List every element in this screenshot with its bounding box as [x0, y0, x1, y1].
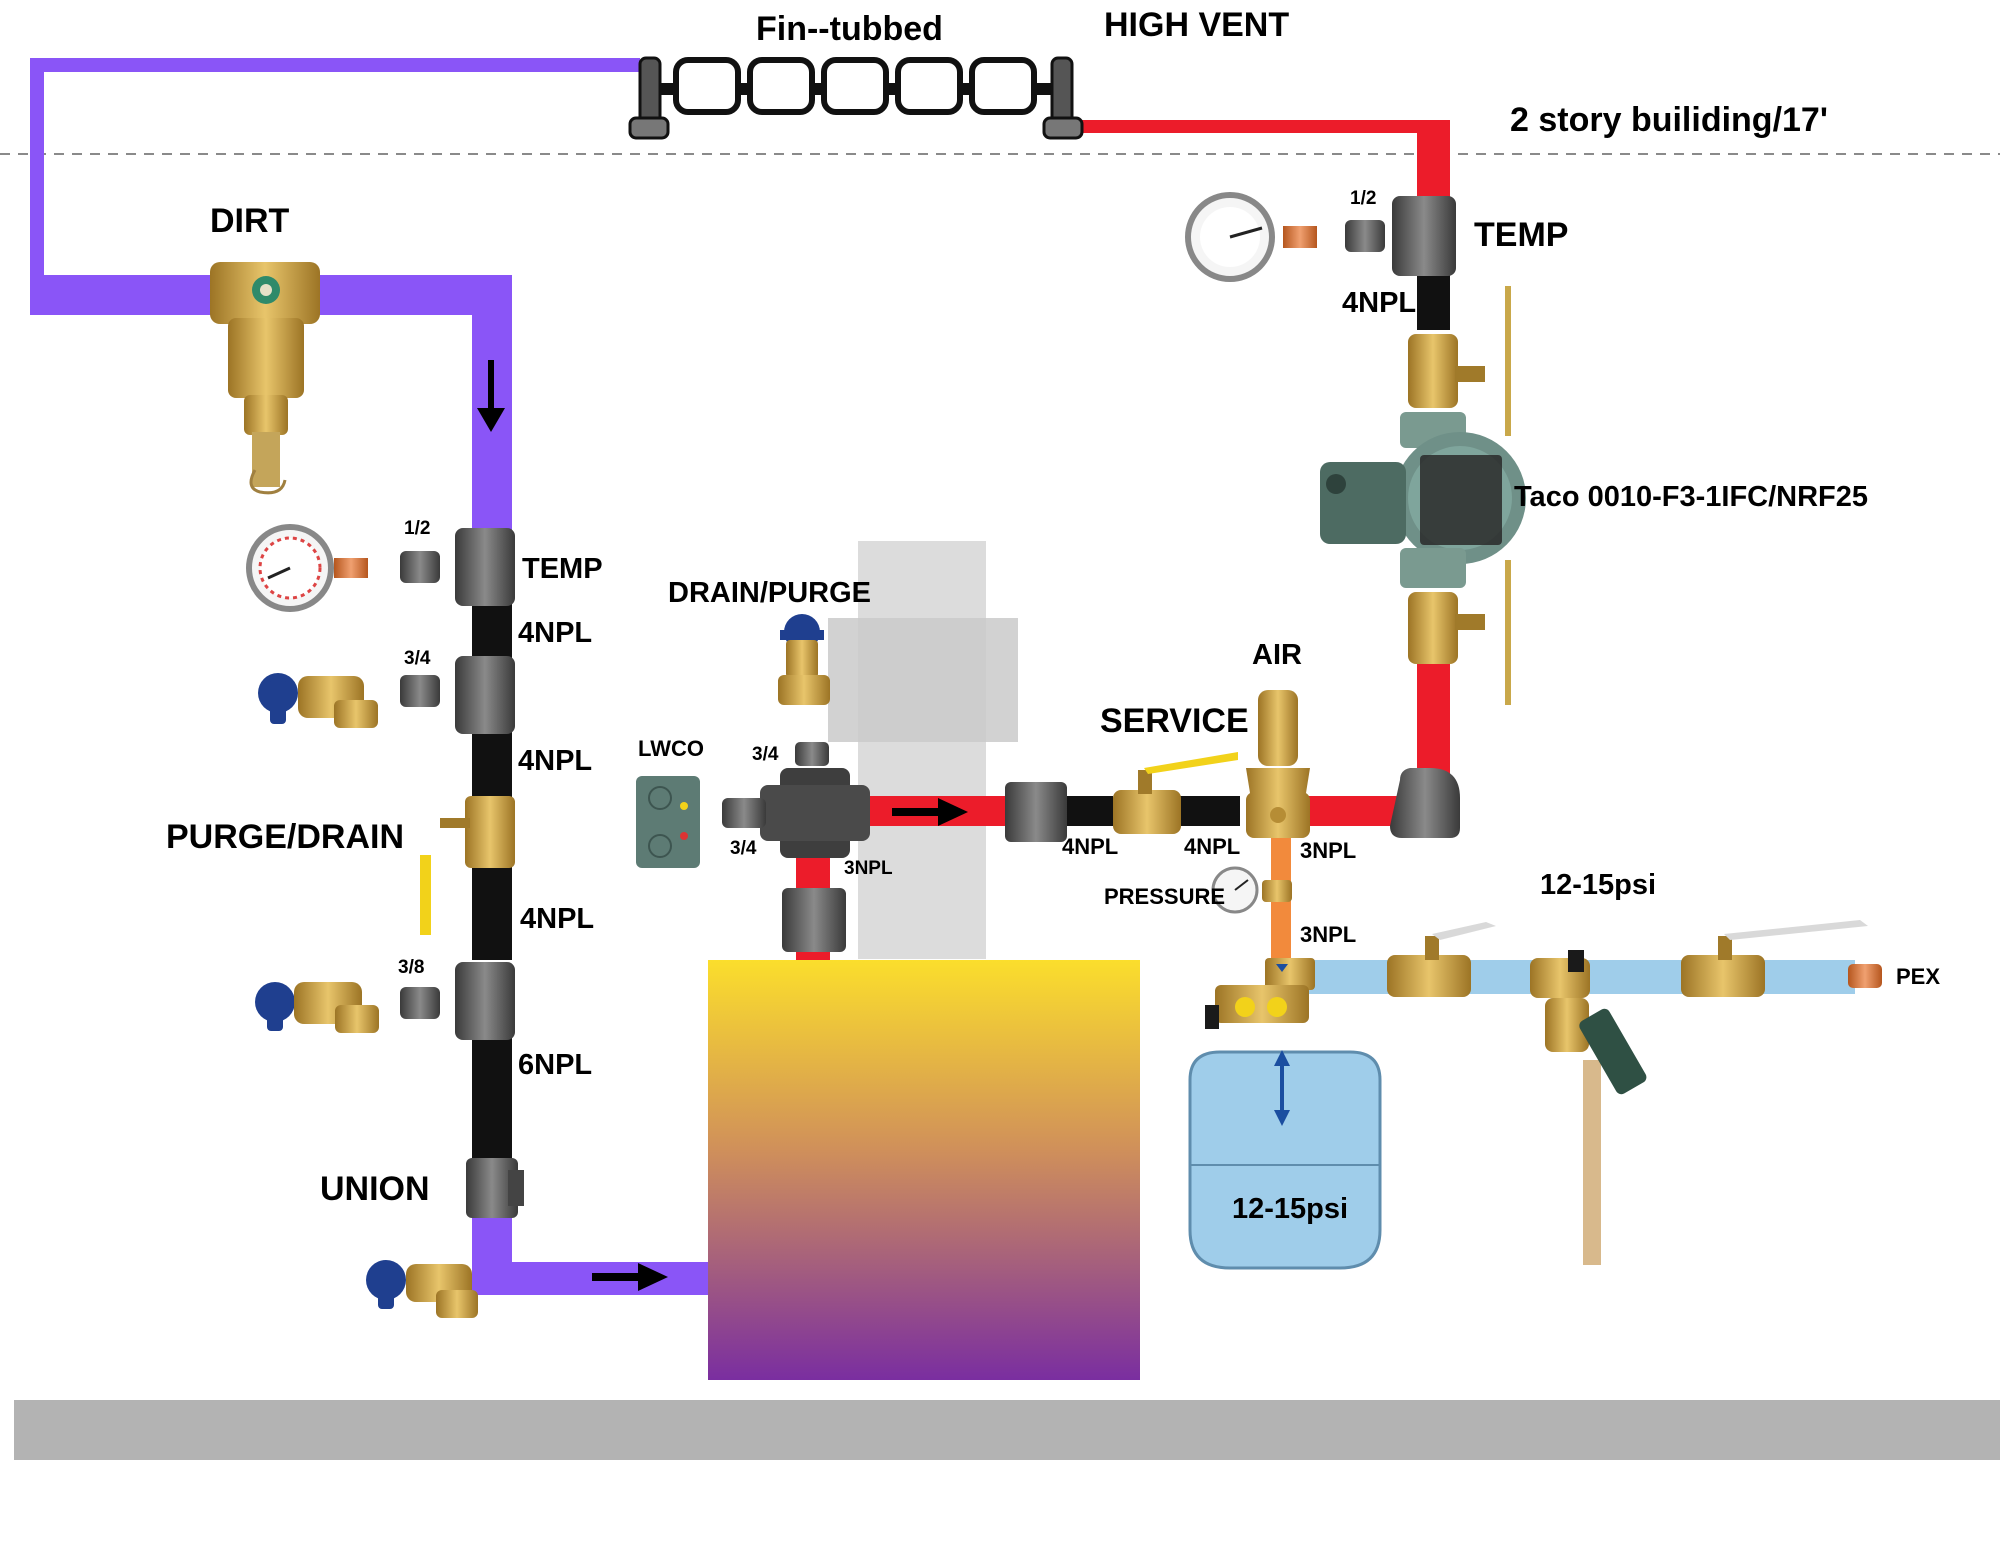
fill-pipe-drain: [1583, 1060, 1601, 1265]
dirt-label: DIRT: [210, 202, 290, 240]
purge-ball-valve: [420, 796, 515, 935]
fill-valve-assembly: [1387, 920, 1882, 1095]
return-drain-bushing: 3/4: [404, 648, 431, 669]
return-pipe: [30, 58, 708, 1295]
boiler-tee-side: [760, 785, 870, 841]
supply-temp-bushing: 1/2: [1350, 188, 1376, 209]
boiler: [708, 960, 1140, 1380]
pump-isolation-valve-bottom: [1408, 560, 1511, 705]
fin-tube-heater: [628, 56, 1084, 140]
lwco-label: LWCO: [638, 736, 704, 761]
supply-temp-gauge: [1185, 192, 1456, 282]
high-vent-label: HIGH VENT: [1104, 6, 1289, 44]
lwco-control: [636, 776, 700, 868]
boiler-bushing-top: 3/4: [752, 744, 779, 765]
air-label: AIR: [1252, 639, 1302, 671]
tee-bushing-side: [722, 798, 766, 828]
drain-purge-label: DRAIN/PURGE: [668, 577, 871, 609]
chimney-block-offset: [828, 618, 1018, 742]
pump-isolation-valve-top: [1408, 286, 1511, 436]
floor-slab: [14, 1400, 2000, 1460]
expansion-tank: [1188, 958, 1382, 1270]
return-pipe-size-2: 4NPL: [518, 745, 592, 777]
supply-temp-label: TEMP: [1474, 216, 1568, 254]
boiler-bushing-side: 3/4: [730, 838, 757, 859]
flow-arrow-right-icon: [592, 1263, 668, 1291]
air-separator: [1246, 690, 1310, 838]
boiler-riser-coupling: [782, 888, 846, 952]
supply-union: [1005, 782, 1067, 842]
pex-label: PEX: [1896, 964, 1940, 989]
return-pipe-size-3: 4NPL: [520, 903, 594, 935]
dirt-separator: [210, 262, 320, 495]
union-label: UNION: [320, 1170, 430, 1208]
supply-pipe-size-a: 4NPL: [1062, 834, 1118, 859]
supply-elbow: [1390, 768, 1460, 838]
return-temp-gauge: [246, 524, 515, 612]
tee-bushing-top: [795, 742, 829, 766]
boiler-riser-size: 3NPL: [844, 858, 893, 879]
circulator-pump: [1320, 412, 1526, 588]
heater-label: Fin--tubbed: [756, 10, 943, 48]
supply-temp-pipe-size: 4NPL: [1342, 287, 1416, 319]
pressure-pipe-size: 3NPL: [1300, 922, 1356, 947]
return-pipe-size-4: 6NPL: [518, 1049, 592, 1081]
service-label: SERVICE: [1100, 702, 1249, 740]
flow-arrow-down-icon: [477, 360, 505, 432]
pump-model-label: Taco 0010-F3-1IFC/NRF25: [1514, 481, 1868, 513]
return-pipe-size-1: 4NPL: [518, 617, 592, 649]
drain-purge-valve: [778, 614, 830, 705]
air-pipe-size: 3NPL: [1300, 838, 1356, 863]
tank-pressure-label: 12-15psi: [1232, 1193, 1348, 1225]
pressure-gauge: [1211, 866, 1292, 914]
building-label: 2 story builiding/17': [1510, 101, 1828, 139]
flow-arrow-right-icon: [892, 798, 968, 826]
boiler-drain-valve: [366, 1260, 478, 1318]
chimney-block: [858, 541, 986, 959]
return-union: [466, 1158, 524, 1218]
purge-drain-label: PURGE/DRAIN: [166, 818, 404, 856]
return-temp-label: TEMP: [522, 553, 603, 585]
supply-pipe-size-b: 4NPL: [1184, 834, 1240, 859]
return-small-bushing: 3/8: [398, 957, 424, 978]
service-ball-valve: [1113, 752, 1238, 834]
return-temp-bushing: 1/2: [404, 518, 430, 539]
return-drain-valve-1: [258, 656, 515, 734]
return-drain-valve-2: [255, 962, 515, 1040]
pressure-label: PRESSURE: [1104, 884, 1225, 909]
fill-pressure-label: 12-15psi: [1540, 869, 1656, 901]
